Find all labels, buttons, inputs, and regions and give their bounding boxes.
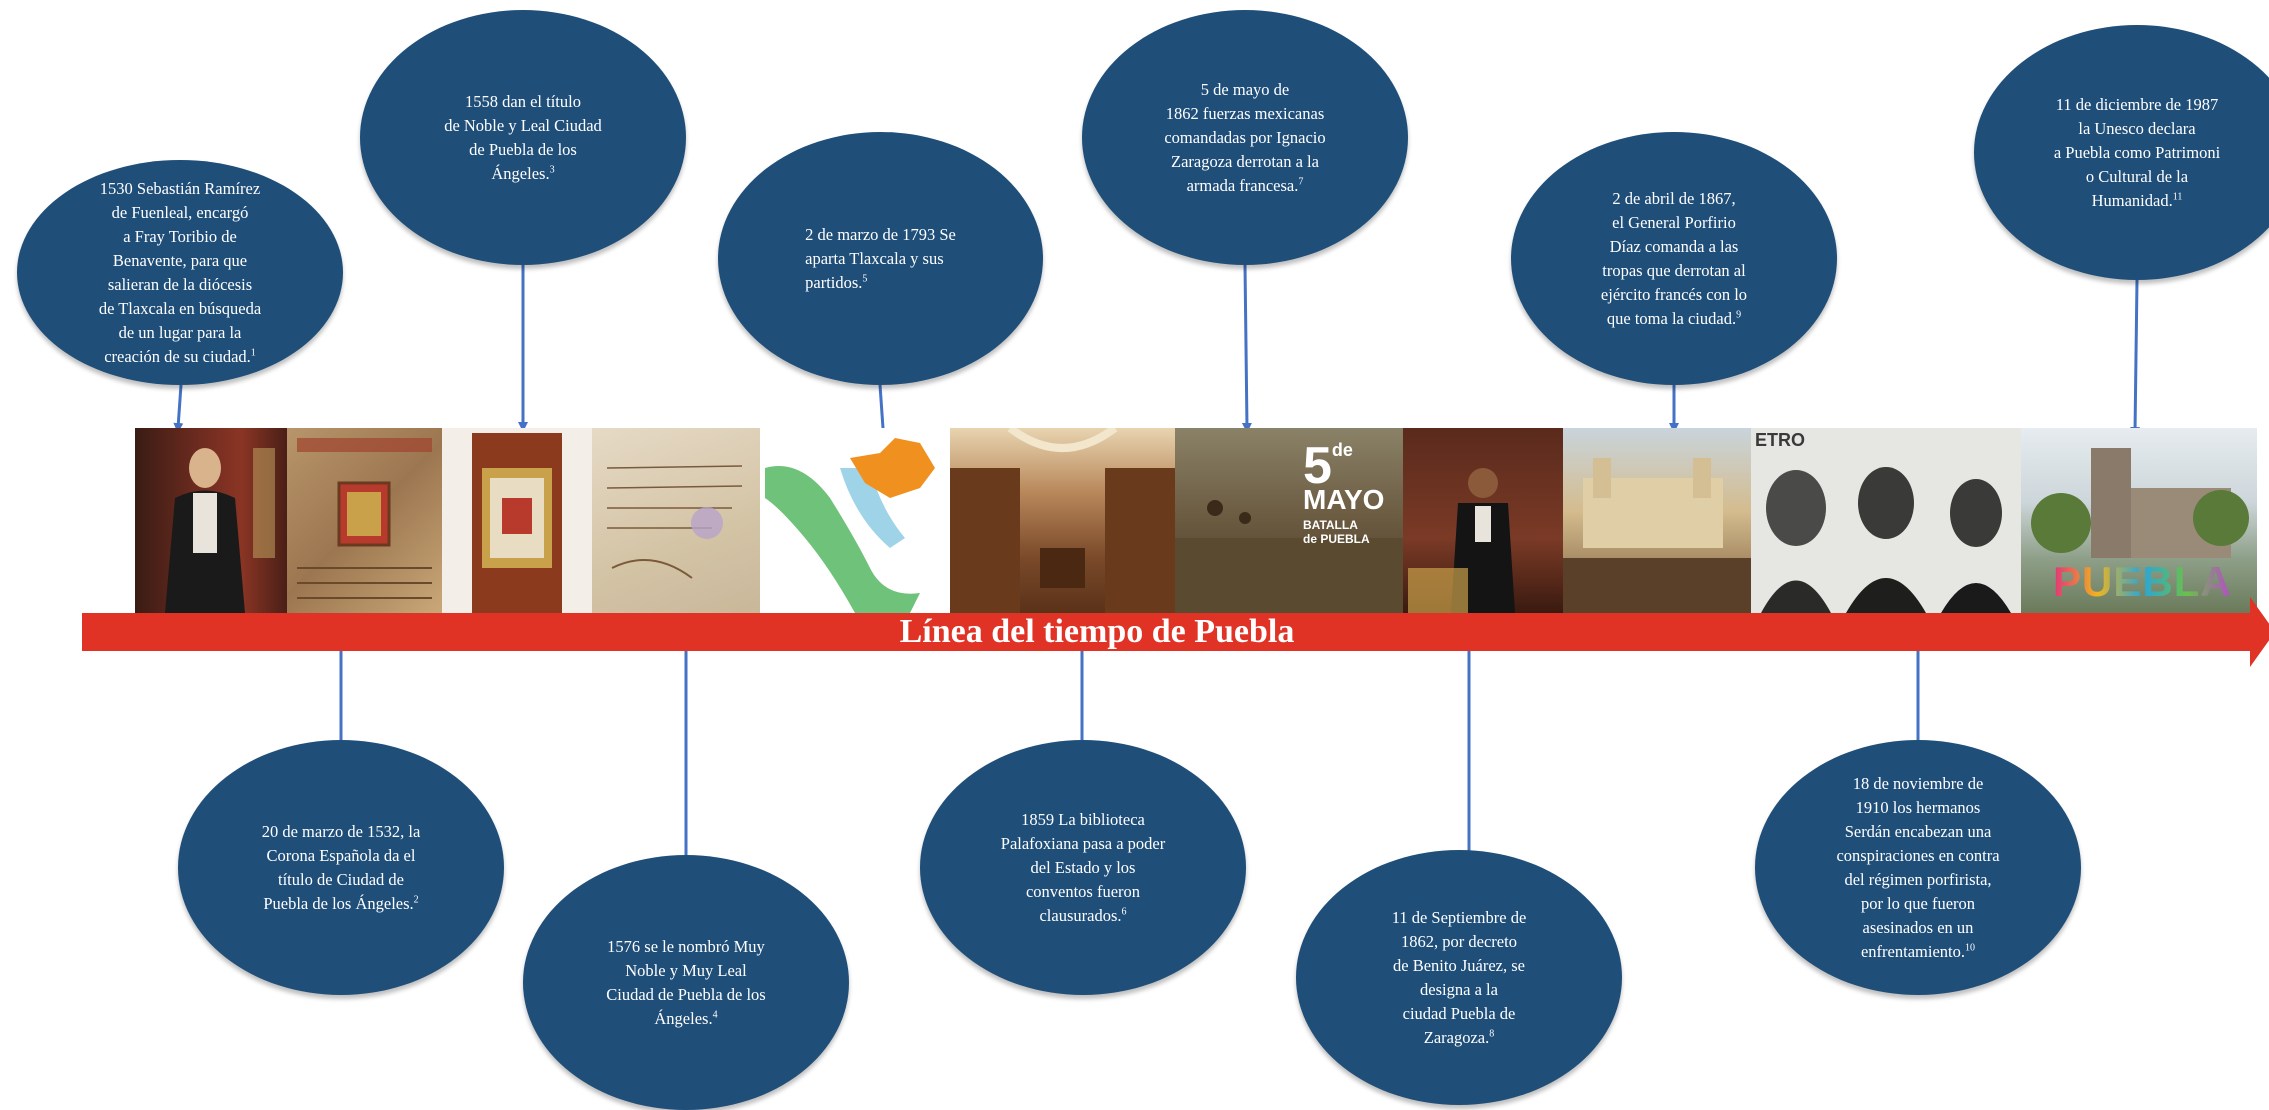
event-bubble-1576: 1576 se le nombró Muy Noble y Muy Leal C… [523, 855, 849, 1110]
timeline-bar [82, 613, 2252, 651]
arrow-e1 [173, 384, 184, 433]
library-interior [950, 428, 1175, 613]
city-buildings [1563, 458, 1751, 613]
event-text: 20 de marzo de 1532, la Corona Española … [261, 821, 421, 913]
image-5-de-mayo: 5de MAYO BATALLA de PUEBLA [1175, 428, 1403, 613]
arrow-e7 [1241, 264, 1252, 433]
juarez-portrait [1408, 468, 1515, 613]
event-text: 11 de Septiembre de 1862, por decreto de… [1391, 907, 1527, 1047]
photos-tag: ETRO [1755, 430, 1806, 450]
manuscript-seal [606, 465, 743, 579]
may5-mayo: MAYO [1303, 484, 1385, 515]
frame-icon [472, 433, 562, 613]
image-benito-juarez [1403, 428, 1563, 613]
image-old-manuscript [592, 428, 760, 613]
puebla-letters: PUEBLA [2053, 558, 2232, 605]
map-icon [765, 438, 935, 613]
timeline-title: Línea del tiempo de Puebla [899, 613, 1295, 650]
may5-number: 5 [1303, 437, 1332, 495]
image-palafoxiana-library [950, 428, 1175, 613]
image-siege-painting [1563, 428, 1751, 613]
event-bubble-1862-sep: 11 de Septiembre de 1862, por decreto de… [1296, 850, 1622, 1105]
image-royal-decree [287, 428, 442, 613]
event-text: 1530 Sebastián Ramírez de Fuenleal, enca… [98, 178, 262, 366]
event-text: 1576 se le nombró Muy Noble y Muy Leal C… [606, 936, 766, 1028]
timeline-arrowhead [2250, 597, 2269, 667]
image-portrait-friar [135, 428, 287, 613]
event-bubble-1987: 11 de diciembre de 1987 la Unesco declar… [1974, 25, 2269, 280]
friar-figure [165, 448, 275, 613]
event-bubble-1530: 1530 Sebastián Ramírez de Fuenleal, enca… [17, 160, 343, 385]
arrow-e11 [2130, 279, 2141, 437]
may5-batalla: BATALLA [1303, 518, 1358, 532]
event-text: 11 de diciembre de 1987 la Unesco declar… [2053, 94, 2221, 210]
battle-scene [1175, 500, 1403, 613]
event-text: 1859 La biblioteca Palafoxiana pasa a po… [1000, 809, 1166, 925]
siblings-portraits [1761, 467, 2011, 613]
event-bubble-1793: 2 de marzo de 1793 Se aparta Tlaxcala y … [718, 132, 1043, 385]
cathedral-scene [2031, 448, 2249, 558]
event-text: 18 de noviembre de 1910 los hermanos Ser… [1836, 773, 2000, 961]
event-text: 2 de abril de 1867, el General Porfirio … [1600, 188, 1748, 328]
event-bubble-1558: 1558 dan el título de Noble y Leal Ciuda… [360, 10, 686, 265]
event-bubble-1862-may: 5 de mayo de 1862 fuerzas mexicanas coma… [1082, 10, 1408, 265]
image-serdan-siblings: ETRO [1751, 428, 2021, 613]
may5-de: de [1331, 440, 1353, 460]
event-bubble-1532: 20 de marzo de 1532, la Corona Española … [178, 740, 504, 995]
decree-coat-of-arms [297, 438, 432, 599]
event-bubble-1910: 18 de noviembre de 1910 los hermanos Ser… [1755, 740, 2081, 995]
may5-puebla: de PUEBLA [1303, 532, 1370, 546]
image-map-mexico [760, 428, 950, 613]
event-bubble-1859: 1859 La biblioteca Palafoxiana pasa a po… [920, 740, 1246, 995]
event-text: 1558 dan el título de Noble y Leal Ciuda… [444, 91, 602, 183]
image-framed-document [442, 428, 592, 613]
may5-label: 5de MAYO BATALLA de PUEBLA [1303, 440, 1384, 546]
image-puebla-cathedral: PUEBLA [2021, 428, 2257, 613]
event-text: 5 de mayo de 1862 fuerzas mexicanas coma… [1164, 79, 1326, 195]
event-bubble-1867: 2 de abril de 1867, el General Porfirio … [1511, 132, 1837, 385]
event-text: 2 de marzo de 1793 Se aparta Tlaxcala y … [805, 224, 956, 292]
